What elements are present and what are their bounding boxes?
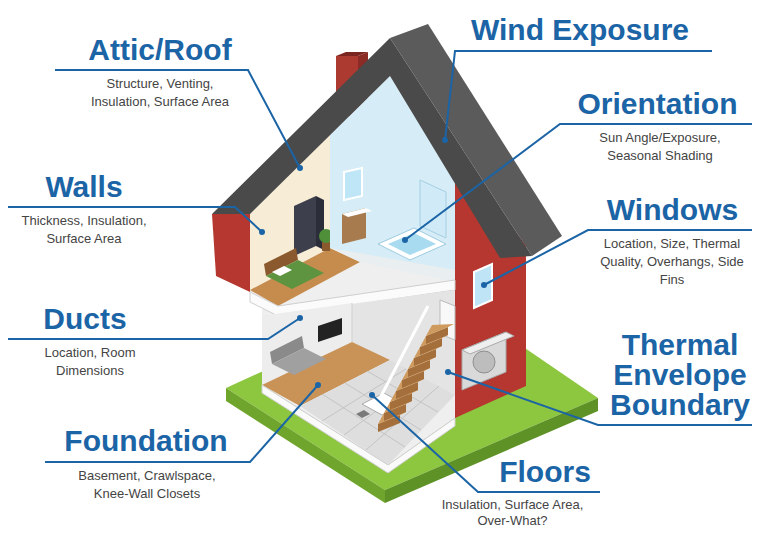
leader-dot	[445, 369, 451, 375]
mirror	[344, 168, 362, 200]
leader-dot	[481, 282, 487, 288]
stair-railing	[378, 306, 428, 402]
bed	[266, 260, 324, 289]
leader-line	[45, 385, 318, 462]
shower	[420, 180, 446, 238]
callout-heading: Wind Exposure	[450, 13, 710, 47]
leader-dot	[315, 382, 321, 388]
callout-description: Location, Room Dimensions	[35, 344, 145, 380]
tile-floor	[330, 248, 455, 282]
callout-heading: Thermal Envelope Boundary	[605, 330, 755, 420]
interior	[250, 76, 455, 465]
callout-heading: Walls	[4, 170, 164, 204]
callout-description: Thickness, Insulation, Surface Area	[9, 212, 159, 248]
tv	[318, 318, 342, 342]
leader-dot	[297, 315, 303, 321]
chair	[356, 410, 370, 418]
callout-description: Sun Angle/Exposure, Seasonal Shading	[585, 129, 735, 165]
roof-gable	[212, 38, 532, 258]
pillow	[272, 266, 292, 276]
sink	[342, 208, 372, 217]
leader-dot	[369, 392, 375, 398]
callout-heading: Attic/Roof	[40, 33, 280, 67]
callout-description: Basement, Crawlspace, Knee-Wall Closets	[67, 467, 227, 503]
leader-dot	[402, 237, 408, 243]
callout-description: Location, Size, Thermal Quality, Overhan…	[597, 235, 747, 289]
chimney-top	[336, 52, 368, 56]
foundation-edge	[262, 385, 455, 473]
wall-corner	[352, 303, 353, 342]
exterior-wall	[212, 214, 250, 292]
sofa	[272, 348, 326, 375]
leader-line	[55, 70, 300, 168]
callout-heading: Floors	[480, 455, 610, 489]
callout-heading: Orientation	[560, 87, 755, 121]
callout-heading: Windows	[590, 193, 755, 227]
bathtub-water	[388, 233, 436, 255]
stair-tread	[426, 324, 454, 336]
window	[474, 264, 492, 308]
callout-heading: Ducts	[5, 302, 165, 336]
bathtub	[378, 228, 446, 260]
ac-unit-top	[462, 332, 514, 354]
leader-dot	[297, 165, 303, 171]
ac-fan	[473, 351, 495, 373]
wardrobe	[294, 196, 316, 256]
callout-heading: Foundation	[46, 424, 246, 458]
callout-description: Insulation, Surface Area, Over-What?	[430, 497, 595, 529]
leader-dot	[442, 137, 448, 143]
plant-pot	[322, 242, 330, 251]
leader-dot	[259, 229, 265, 235]
leader-dots	[259, 137, 487, 398]
callout-description: Structure, Venting, Insulation, Surface …	[80, 75, 240, 111]
staircase	[378, 306, 454, 432]
